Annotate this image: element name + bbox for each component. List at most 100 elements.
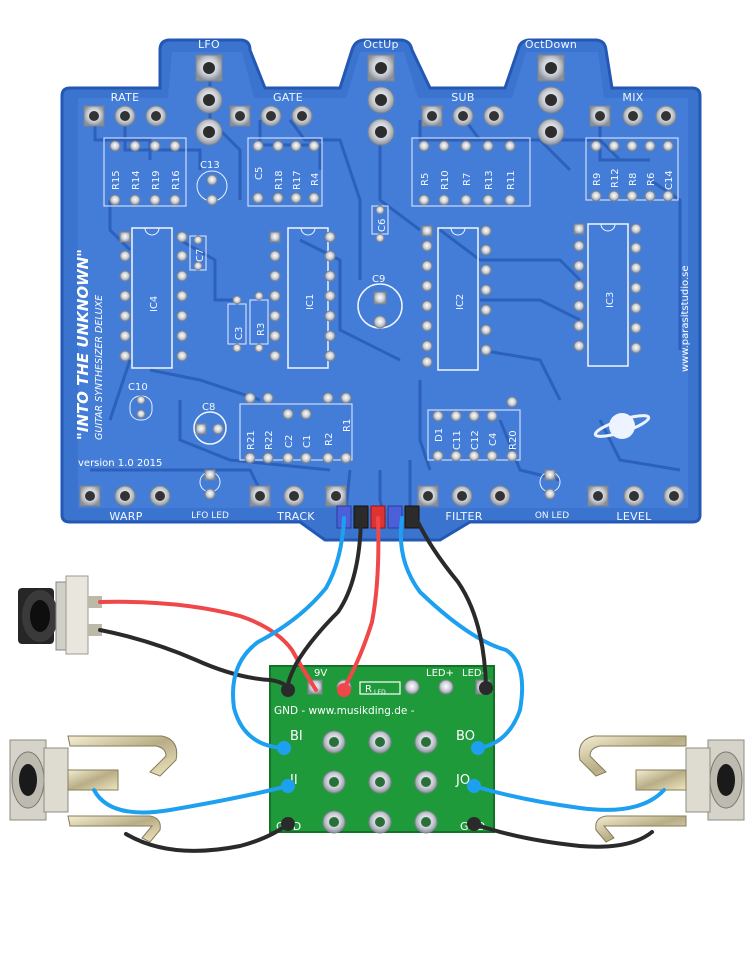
resistor-label: R	[365, 684, 372, 695]
ic1: IC1	[269, 227, 336, 369]
dc-power-jack	[18, 575, 102, 655]
pcb-website: www.parasitstudio.se	[680, 266, 691, 373]
label-filter: FILTER	[445, 510, 482, 523]
resistor-sub-label: LED	[374, 689, 386, 696]
pin-bo: BO	[456, 729, 475, 744]
ref-r13: R13	[484, 170, 495, 190]
ref-c4: C4	[488, 433, 499, 446]
resistors-low-right: D1 C11 C12 C4 R20	[427, 396, 521, 462]
wire-blue-bo	[398, 516, 525, 750]
ref-r8: R8	[628, 173, 639, 186]
ref-r11: R11	[506, 170, 517, 190]
c8-cap: C8	[193, 402, 227, 445]
label-lfo-led: LFO LED	[191, 511, 229, 521]
pin-bi: BI	[290, 729, 303, 744]
ref-c2: C2	[284, 435, 295, 448]
ref-r18: R18	[274, 170, 285, 190]
wire-black-led	[414, 516, 488, 688]
ref-r22: R22	[264, 430, 275, 450]
wire-blue-ji	[92, 784, 290, 815]
label-led-plus: LED+	[426, 668, 454, 679]
ref-c5: C5	[254, 167, 265, 180]
pcb-board: LFO OctUp OctDown RATE GATE	[60, 38, 702, 542]
label-on-led: ON LED	[535, 511, 569, 521]
input-audio-jack	[9, 735, 178, 843]
ic3: IC3	[573, 223, 642, 367]
ref-c9: C9	[372, 274, 385, 285]
label-lfo: LFO	[198, 38, 220, 51]
pcb-top-jacks: LFO OctUp OctDown	[195, 38, 577, 146]
ref-c12: C12	[470, 430, 481, 450]
saturn-logo-icon	[593, 413, 651, 439]
pcb-title: "INTO THE UNKNOWN"	[74, 249, 92, 440]
ref-r4: R4	[310, 173, 321, 186]
lfo-pads	[195, 54, 223, 146]
ref-c11: C11	[452, 430, 463, 450]
label-track: TRACK	[276, 510, 315, 523]
footswitch-board: R LED 9V LED+ LED- GND - www.musikding.d…	[269, 665, 495, 834]
ref-ic1: IC1	[305, 294, 316, 310]
ref-r10: R10	[440, 170, 451, 190]
ref-c7: C7	[195, 249, 206, 262]
ref-r1: R1	[342, 419, 353, 432]
ref-r3: R3	[256, 323, 267, 336]
ref-r21: R21	[246, 430, 257, 450]
wire-black-gnd-left	[124, 822, 290, 853]
wire-red-dc	[98, 599, 318, 692]
wire-blue-jo	[472, 784, 666, 812]
resistors-mid: C5 R18 R17 R4	[247, 137, 323, 207]
c7-cap: C7	[189, 235, 207, 271]
resistors-right2: R9 R12 R8 R6 C14	[585, 137, 679, 202]
ref-r6: R6	[646, 173, 657, 186]
ref-c3: C3	[234, 327, 245, 340]
ref-r17: R17	[292, 170, 303, 190]
c9-cap: C9	[357, 274, 403, 329]
c3-r3: C3 R3	[227, 291, 269, 353]
ref-c1: C1	[302, 435, 313, 448]
c10-cap: C10	[128, 382, 153, 421]
wires	[92, 516, 666, 853]
wire-red-9v	[342, 516, 381, 690]
label-led-minus: LED-	[462, 668, 486, 679]
ref-r16: R16	[171, 170, 182, 190]
ref-d1: D1	[434, 428, 445, 442]
ref-c10: C10	[128, 382, 148, 393]
ref-r14: R14	[131, 170, 142, 190]
label-octdown: OctDown	[525, 38, 577, 51]
label-warp: WARP	[109, 510, 142, 523]
label-octup: OctUp	[363, 38, 399, 51]
ref-ic4: IC4	[149, 296, 160, 312]
ref-r15: R15	[111, 170, 122, 190]
ref-c8: C8	[202, 402, 215, 413]
c13-cap: C13	[196, 160, 228, 206]
ref-r7: R7	[462, 173, 473, 186]
label-gate: GATE	[273, 91, 303, 104]
c6-cap: C6	[371, 205, 389, 243]
wire-black-dc	[98, 628, 290, 690]
pcb-bottom-pots: WARP LFO LED TRACK FILTER ON LED LEVEL	[79, 469, 685, 523]
ref-r2: R2	[324, 433, 335, 446]
label-level: LEVEL	[616, 510, 652, 523]
octup-pads	[367, 54, 395, 146]
ref-c6: C6	[377, 219, 388, 232]
output-audio-jack	[578, 735, 745, 843]
ref-r5: R5	[420, 173, 431, 186]
ref-c14: C14	[664, 170, 675, 190]
resistors-left: R15 R14 R19 R16	[103, 137, 187, 207]
label-rate: RATE	[111, 91, 140, 104]
wire-blue-bi	[231, 516, 346, 750]
resistors-right1: R5 R10 R7 R13 R11	[411, 137, 531, 207]
pcb-top-pots: RATE GATE SUB MIX	[83, 91, 677, 127]
ref-r19: R19	[151, 170, 162, 190]
ref-r20: R20	[508, 430, 519, 450]
label-9v: 9V	[314, 668, 327, 679]
wire-black-gnd	[285, 516, 363, 692]
label-mix: MIX	[622, 91, 643, 104]
ic2: IC2	[421, 225, 492, 371]
ref-ic3: IC3	[605, 292, 616, 308]
ref-r12: R12	[610, 168, 621, 188]
pin-jo: JO	[455, 773, 470, 788]
board-website: GND - www.musikding.de -	[274, 705, 415, 717]
